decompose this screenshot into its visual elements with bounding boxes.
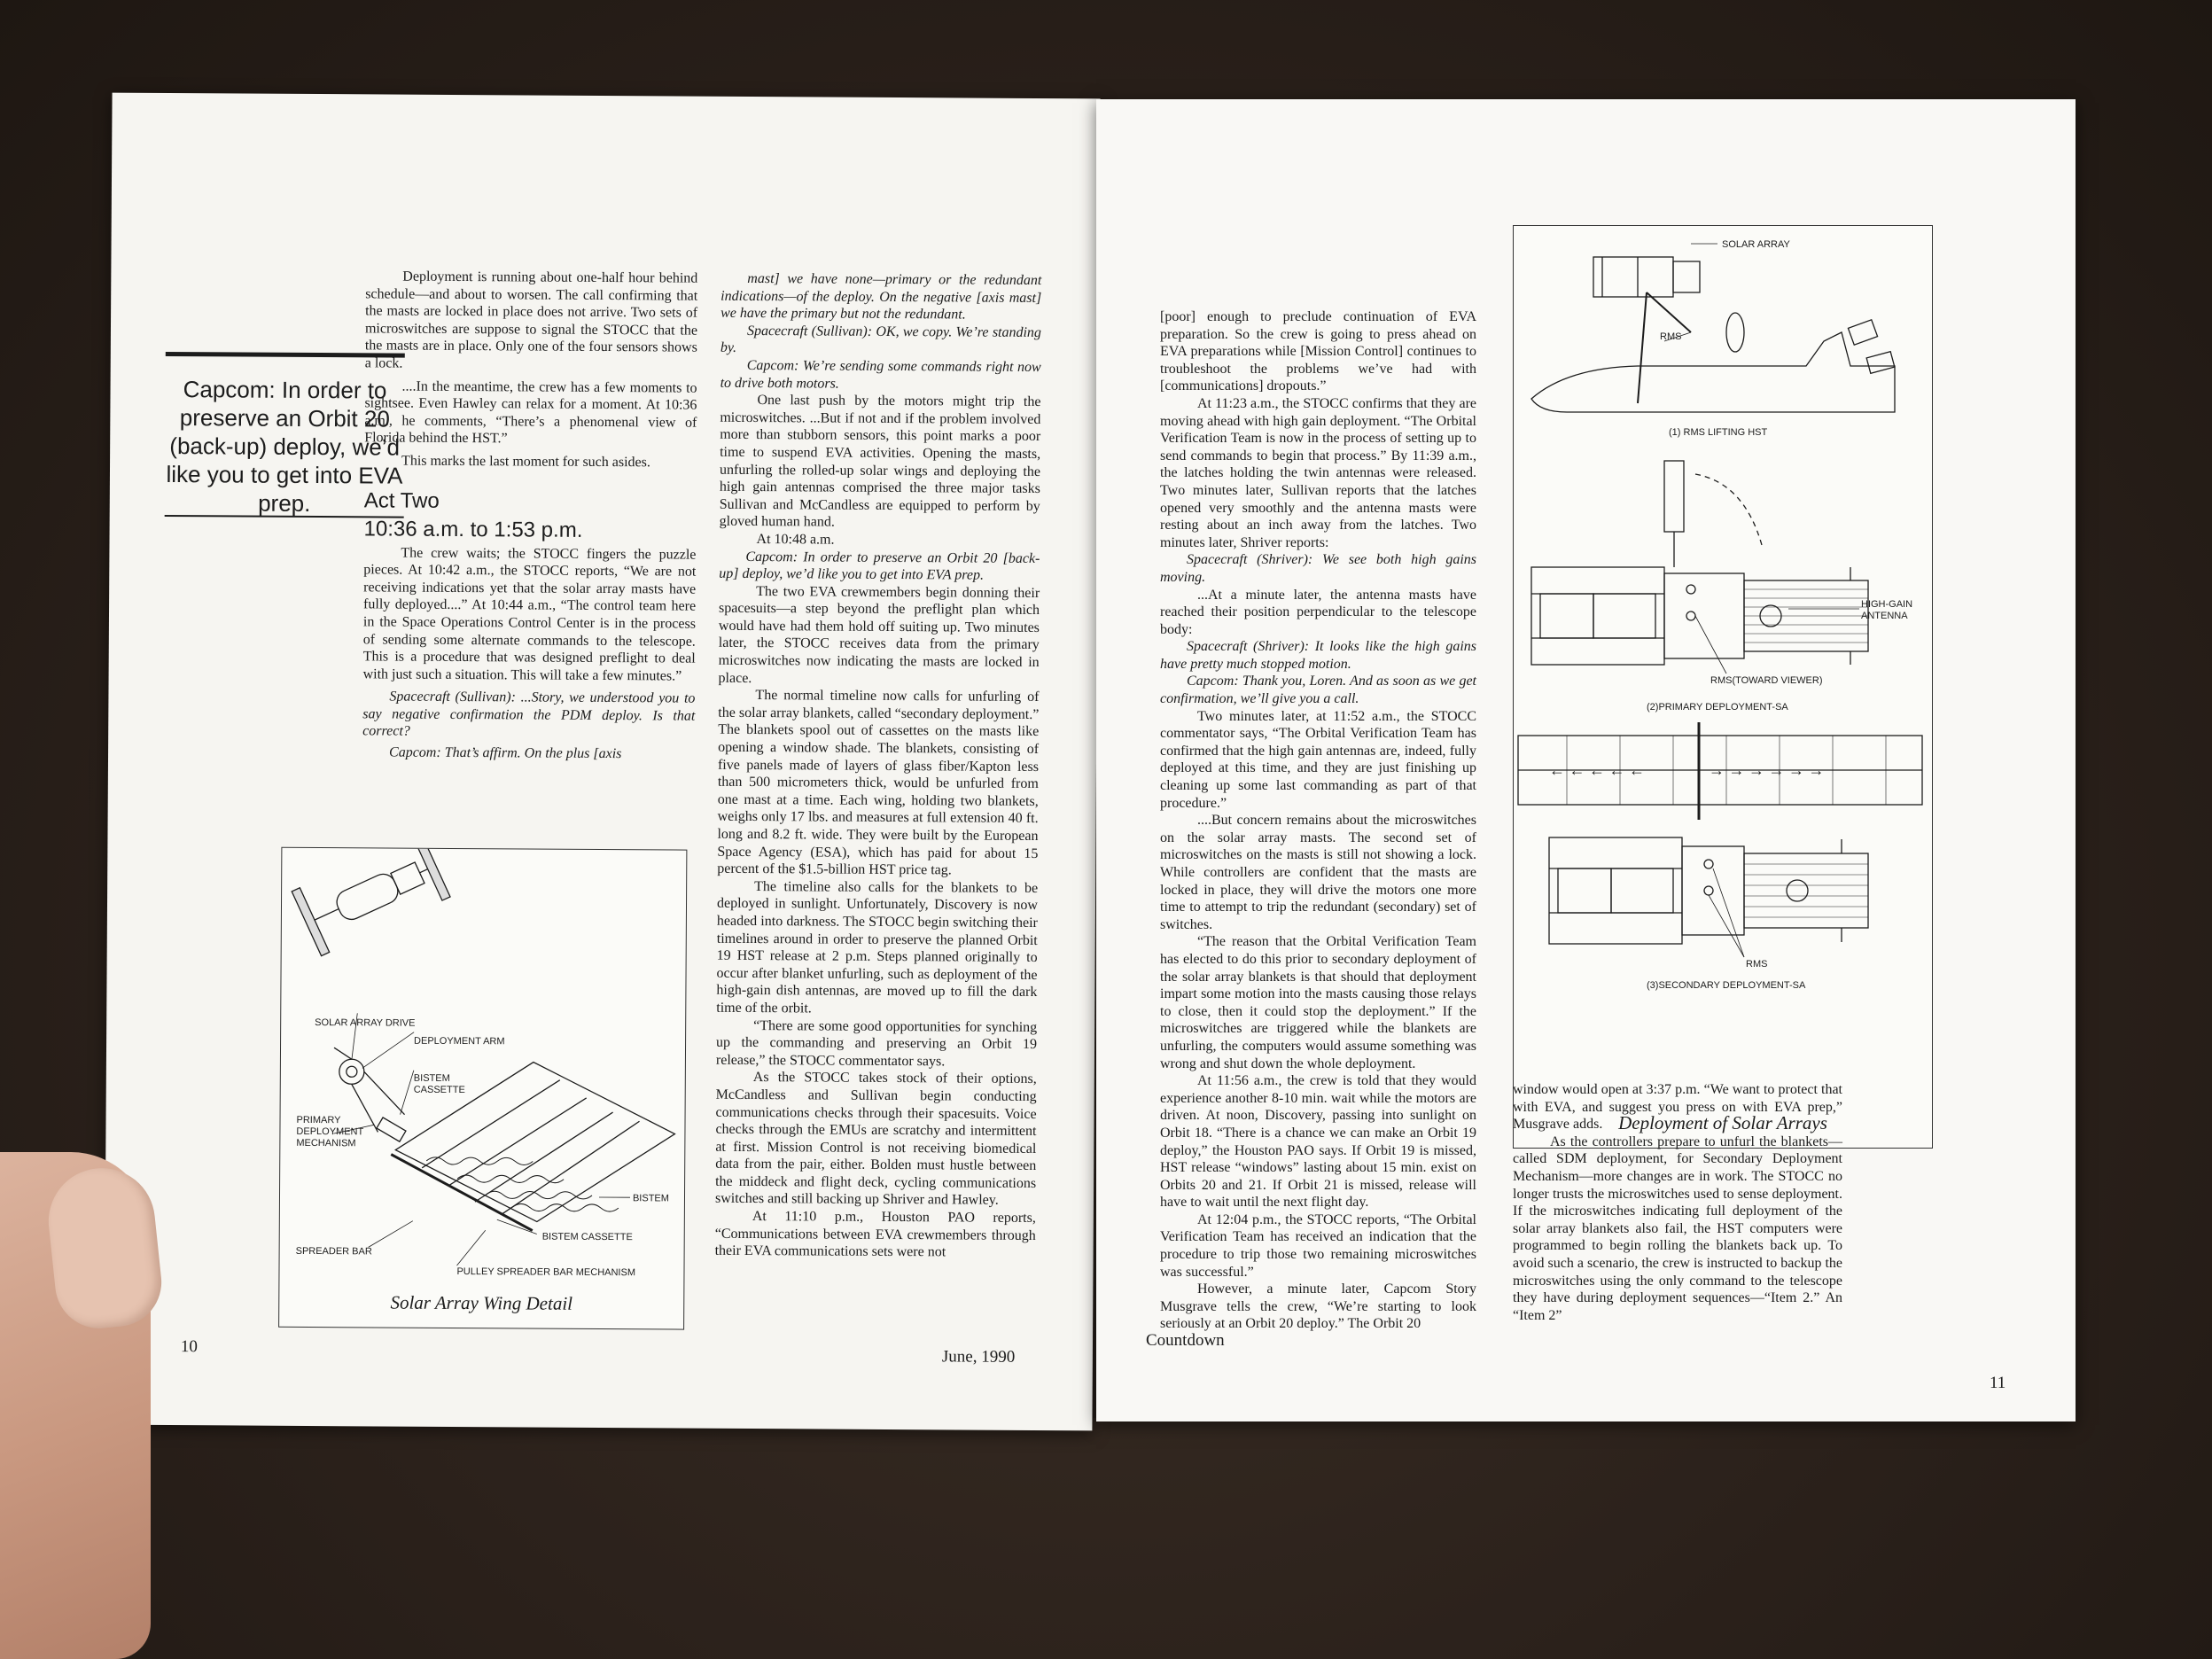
paragraph: Two minutes later, at 11:52 a.m., the ST… (1160, 708, 1476, 811)
transcript-quote: Capcom: Thank you, Loren. And as soon as… (1160, 674, 1476, 707)
page-footer: Countdown (1146, 1331, 1225, 1350)
label-rms-2: RMS (1746, 959, 1767, 970)
transcript-quote: Capcom: In order to preserve an Orbit 20… (719, 549, 1040, 583)
solar-array-strip-sketch: ← ← ← ← ← → → → → → → (1517, 722, 1923, 820)
figure-caption: Deployment of Solar Arrays (1618, 1112, 1827, 1133)
paragraph: The crew waits; the STOCC fingers the pu… (362, 545, 697, 684)
paragraph: Deployment is running about one-half hou… (364, 269, 698, 371)
page-footer: June, 1990 (941, 1347, 1016, 1367)
label-solar-array-drive: SOLAR ARRAY DRIVE (315, 1017, 415, 1029)
solar-array-deployment-diagram: ← ← ← ← ← → → → → → → (1517, 239, 1923, 991)
label-spreader-bar: SPREADER BAR (296, 1246, 372, 1258)
paragraph: At 11:23 a.m., the STOCC confirms that t… (1160, 395, 1476, 550)
svg-text:→ → → → → →: → → → → → → (1709, 761, 1825, 779)
transcript-quote: mast] we have none—primary or the redund… (720, 270, 1042, 323)
paragraph: The normal timeline now calls for unfurl… (717, 688, 1040, 878)
paragraph: “There are some good opportunities for s… (715, 1017, 1038, 1070)
hst-sketch (291, 831, 451, 957)
page-number: 10 (180, 1337, 199, 1357)
transcript-quote: Spacecraft (Sullivan): ...Story, we unde… (362, 689, 696, 740)
paragraph: However, a minute later, Capcom Story Mu… (1160, 1281, 1476, 1332)
label-step-3: (3)SECONDARY DEPLOYMENT-SA (1647, 980, 1806, 991)
paragraph: As the STOCC takes stock of their option… (714, 1070, 1037, 1209)
label-bistem-cassette-2: BISTEM CASSETTE (542, 1232, 633, 1243)
act-title: Act Two (363, 487, 440, 513)
right-page: [poor] enough to preclude continuation o… (1096, 99, 2076, 1421)
label-deployment-arm: DEPLOYMENT ARM (414, 1036, 505, 1048)
paragraph: One last push by the motors might trip t… (719, 393, 1041, 530)
transcript-quote: Capcom: We’re sending some commands righ… (720, 357, 1041, 392)
label-rms-toward-viewer: RMS(TOWARD VIEWER) (1710, 675, 1823, 686)
primary-deployment-sketch (1530, 566, 1869, 674)
left-column-1: Deployment is running about one-half hou… (362, 268, 697, 763)
label-rms: RMS (1660, 331, 1681, 342)
paragraph: window would open at 3:37 p.m. “We want … (1513, 1082, 1842, 1133)
paragraph: “The reason that the Orbital Verificatio… (1160, 934, 1476, 1071)
figure-caption: Solar Array Wing Detail (390, 1291, 573, 1314)
solar-array-deployment-figure: ← ← ← ← ← → → → → → → (1513, 225, 1933, 1149)
paragraph: At 11:10 p.m., Houston PAO reports, “Com… (714, 1209, 1036, 1260)
paragraph: ....But concern remains about the micros… (1160, 813, 1476, 932)
left-page: Capcom: In order to preserve an Orbit 20… (104, 92, 1101, 1431)
paragraph: ...At a minute later, the antenna masts … (1160, 587, 1476, 637)
shuttle-rms-sketch (1530, 243, 1896, 413)
paragraph: ....In the meantime, the crew has a few … (364, 378, 697, 447)
paragraph: The timeline also calls for the blankets… (716, 878, 1039, 1016)
label-step-2: (2)PRIMARY DEPLOYMENT-SA (1647, 702, 1788, 713)
paragraph: At 11:56 a.m., the crew is told that the… (1160, 1073, 1476, 1211)
label-bistem: BISTEM (633, 1193, 669, 1203)
transcript-quote: Spacecraft (Sullivan): OK, we copy. We’r… (720, 323, 1042, 356)
label-step-1: (1) RMS LIFTING HST (1669, 427, 1768, 438)
paragraph: As the controllers prepare to unfurl the… (1513, 1133, 1842, 1323)
secondary-deployment-sketch (1548, 837, 1869, 958)
act-time: 10:36 a.m. to 1:53 p.m. (363, 516, 583, 542)
left-column-2: mast] we have none—primary or the redund… (715, 270, 1042, 1262)
label-solar-array: SOLAR ARRAY (1722, 239, 1790, 250)
svg-text:← ← ← ← ←: ← ← ← ← ← (1549, 761, 1645, 779)
paragraph: [poor] enough to preclude continuation o… (1160, 309, 1476, 394)
label-pulley-spreader-bar: PULLEY SPREADER BAR MECHANISM (456, 1266, 635, 1278)
right-column-2: window would open at 3:37 p.m. “We want … (1513, 1081, 1842, 1324)
page-number: 11 (1990, 1374, 2006, 1392)
transcript-quote: Spacecraft (Shriver): We see both high g… (1160, 552, 1476, 585)
transcript-quote: Spacecraft (Shriver): It looks like the … (1160, 639, 1476, 672)
paragraph: The two EVA crewmembers begin donning th… (718, 583, 1040, 686)
paragraph: At 12:04 p.m., the STOCC reports, “The O… (1160, 1211, 1476, 1280)
paragraph: At 10:48 a.m. (756, 531, 835, 548)
transcript-quote: Capcom: That’s affirm. On the plus [axis (389, 744, 622, 762)
right-column-1: [poor] enough to preclude continuation o… (1160, 308, 1476, 1333)
paragraph: This marks the last moment for such asid… (401, 453, 650, 471)
